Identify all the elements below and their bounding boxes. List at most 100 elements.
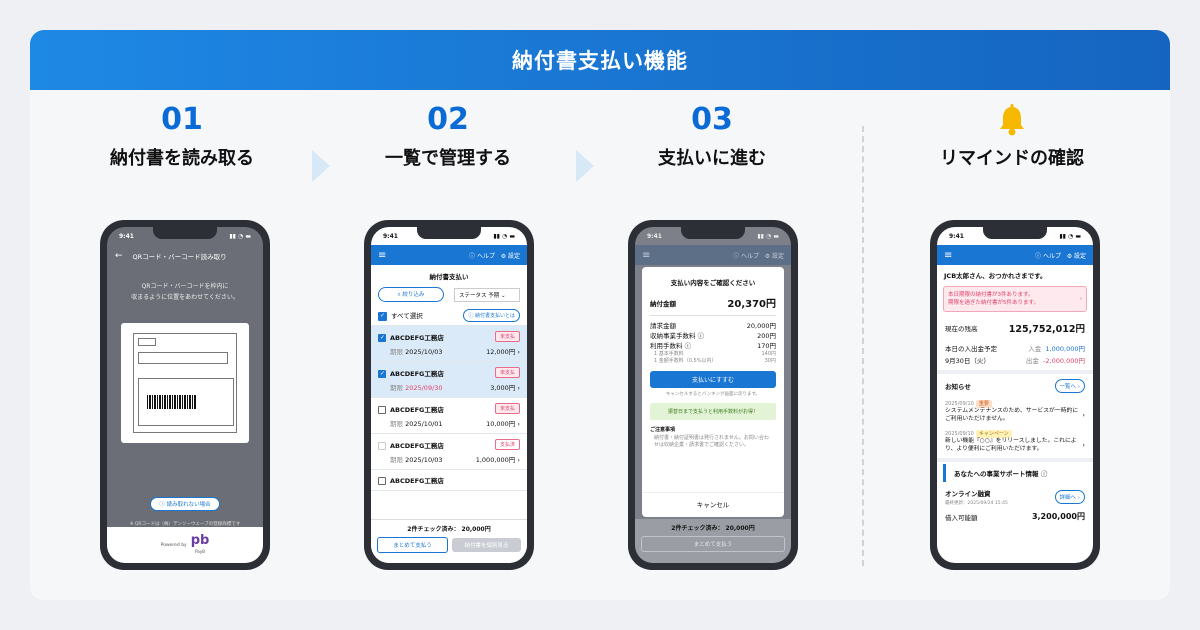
out-amount: -2,000,000円	[1043, 357, 1085, 365]
signal-icon: ▮▮ ◔ ▬	[229, 232, 251, 240]
chevron-right-icon: ›	[1082, 411, 1085, 419]
chevron-right-icon: ›	[517, 420, 520, 428]
promo-card: 納付書支払い機能 01 納付書を読み取る 02 一覧で管理する 03 支払いに進…	[30, 30, 1170, 600]
amount-label: 納付金額	[650, 299, 676, 308]
barcode-area	[138, 378, 234, 426]
cant-read-wrap: ⓘ 読み取れない場合	[107, 497, 263, 511]
about-link[interactable]: ⓘ 納付書支払いとは	[463, 309, 520, 322]
step-title: 一覧で管理する	[385, 148, 511, 169]
instruction-line-2: 収まるように位置をあわせてください。	[131, 294, 239, 301]
help-button[interactable]: ⓘ ヘルプ	[1035, 252, 1061, 260]
select-all-label: すべて選択	[391, 312, 423, 321]
bill-row[interactable]: ABCDEFG工務店	[371, 470, 527, 491]
bill-amount: 1,000,000円	[475, 456, 516, 464]
amount-value: 20,370円	[727, 299, 776, 310]
date-label: 期限	[390, 348, 406, 356]
help-label: ヘルプ	[1042, 252, 1061, 260]
bell-icon	[882, 100, 1142, 140]
notch	[417, 227, 481, 239]
back-arrow-icon[interactable]: ←	[115, 251, 123, 261]
menu-icon[interactable]: ≡	[944, 249, 953, 261]
schedule-label: 本日の入出金予定	[945, 345, 997, 353]
checkbox-icon[interactable]	[378, 369, 386, 378]
chevron-right-icon: ›	[1082, 441, 1085, 449]
view-bills-button[interactable]: 納付書を個別見る	[452, 538, 521, 552]
date-label: 期限	[390, 384, 406, 392]
logo-sub: PayB	[195, 549, 205, 554]
help-button[interactable]: ⓘ ヘルプ	[469, 252, 495, 260]
news-more-button[interactable]: 一覧へ ›	[1054, 379, 1085, 393]
help-button: ⓘ ヘルプ	[733, 252, 759, 260]
select-all-checkbox[interactable]: すべて選択	[378, 310, 423, 321]
settings-button: ⚙ 設定	[764, 252, 784, 260]
news-item[interactable]: 2025/09/10 キャンペーン 新しい機能『○○』をリリースしました。これに…	[945, 429, 1085, 453]
filter-button[interactable]: ⌕ 絞り込み	[378, 287, 444, 302]
logo-mark: pb	[190, 533, 210, 548]
bulk-pay-button: まとめて支払う	[641, 536, 785, 552]
row-value: 170円	[757, 342, 776, 350]
checkbox-icon	[378, 441, 386, 450]
clock: 9:41	[949, 232, 964, 240]
news-text: システムメンテナンスのため、サービスが一時的にご利用いただけません。	[945, 408, 1079, 422]
detail-button[interactable]: 詳細へ ›	[1054, 490, 1085, 504]
banner: 納付書支払い機能	[30, 30, 1170, 90]
loan-title: オンライン融資	[945, 490, 991, 498]
menu-icon[interactable]: ≡	[378, 249, 387, 261]
select-all-row: すべて選択 ⓘ 納付書支払いとは	[371, 306, 527, 326]
settings-button[interactable]: ⚙ 設定	[1066, 252, 1086, 260]
step-title: リマインドの確認	[940, 148, 1084, 169]
filter-row: ⌕ 絞り込み ステータス 予期 ⌄	[371, 287, 527, 306]
app-bar-actions: ⓘ ヘルプ ⚙ 設定	[733, 251, 784, 260]
phone-list: 9:41 ▮▮ ◔ ▬ ≡ ⓘ ヘルプ ⚙ 設定 納付書支払い ⌕ 絞り込み ス…	[364, 220, 534, 570]
row-value: 200円	[757, 332, 776, 340]
banner-title: 納付書支払い機能	[512, 49, 688, 73]
checkbox-icon[interactable]	[378, 405, 386, 414]
step-title: 支払いに進む	[658, 148, 766, 169]
status-bar: 9:41 ▮▮ ◔ ▬	[635, 227, 791, 245]
cancel-button[interactable]: キャンセル	[642, 492, 784, 509]
scan-header: ← QRコード・バーコード読み取り	[107, 245, 263, 267]
home-screen: 9:41 ▮▮ ◔ ▬ ≡ ⓘ ヘルプ ⚙ 設定 JCB太郎さん、おつかれさまで…	[937, 227, 1093, 563]
pay-note: キャンセルするとバンキング画面に戻ります。	[665, 392, 761, 397]
status-select-value: ステータス 予期	[459, 292, 500, 299]
bulk-pay-button[interactable]: まとめて支払う	[377, 537, 448, 553]
cant-read-button[interactable]: ⓘ 読み取れない場合	[150, 497, 220, 511]
settings-button[interactable]: ⚙ 設定	[500, 252, 520, 260]
checkbox-icon[interactable]	[378, 333, 386, 342]
checkbox-icon[interactable]	[378, 477, 386, 485]
chevron-right-icon: ›	[517, 456, 520, 464]
bill-name: ABCDEFG工務店	[390, 477, 444, 485]
checkbox-icon	[378, 311, 387, 321]
checked-summary: 2件チェック済み： 20,000円	[671, 525, 755, 532]
in-label: 入金	[1028, 345, 1042, 353]
due-alert[interactable]: 本日期限の納付書が3件あります。期限を過ぎた納付書が5件あります。 ›	[943, 286, 1087, 312]
step-title: 納付書を読み取る	[110, 148, 254, 169]
status-badge: 未支払	[494, 367, 520, 378]
qr-note: ※ QRコードは（株）デンソーウェーブの登録商標です	[129, 522, 241, 527]
status-bar: 9:41 ▮▮ ◔ ▬	[371, 227, 527, 245]
chevron-down-icon: ⌄	[501, 292, 506, 299]
instruction-line-1: QRコード・バーコードを枠内に	[141, 283, 229, 290]
page-title: 納付書支払い	[429, 273, 469, 281]
app-bar: ≡ ⓘ ヘルプ ⚙ 設定	[635, 245, 791, 265]
powered-label: Powered by	[160, 542, 187, 548]
news-title: お知らせ	[945, 383, 971, 391]
bill-preview	[133, 333, 237, 433]
status-badge: 未支払	[494, 331, 520, 342]
status-select[interactable]: ステータス 予期 ⌄	[454, 287, 520, 302]
bill-amount: 10,000円	[486, 420, 516, 428]
news-item[interactable]: 2025/09/10 重要 システムメンテナンスのため、サービスが一時的にご利用…	[945, 399, 1085, 423]
proceed-pay-button[interactable]: 支払いにすすむ	[650, 371, 776, 388]
bill-date: 2025/09/30	[405, 384, 443, 392]
chevron-right-icon: ›	[1079, 296, 1082, 302]
scan-header-title: QRコード・バーコード読み取り	[132, 253, 227, 261]
bill-name: ABCDEFG工務店	[390, 441, 444, 450]
notch	[681, 227, 745, 239]
chevron-right-icon	[312, 150, 330, 182]
